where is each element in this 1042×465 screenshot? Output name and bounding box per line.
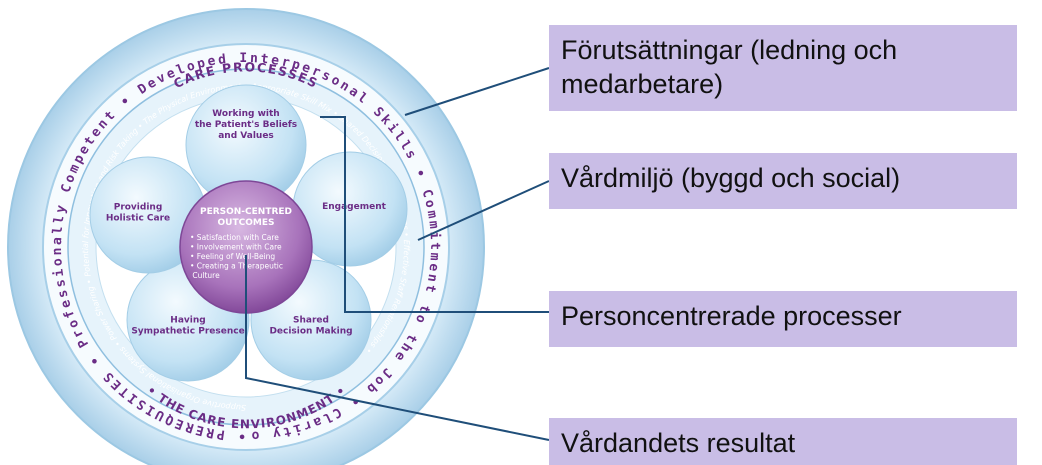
label-outcomes: Vårdandets resultat [549, 418, 1017, 465]
petal-label-1: Engagement [322, 202, 387, 212]
label-prerequisites: Förutsättningar (ledning och medarbetare… [549, 25, 1017, 111]
connector-prerequisites [404, 67, 550, 116]
connector-care-environment [417, 180, 550, 241]
processes-bracket [320, 116, 363, 313]
label-prerequisites-line1: Förutsättningar (ledning och [561, 35, 898, 65]
connector-outcomes [245, 255, 550, 441]
label-care-environment: Vårdmiljö (byggd och social) [549, 153, 1017, 209]
center-bullets: • Satisfaction with Care• Involvement wi… [190, 233, 283, 280]
label-prerequisites-line2: medarbetare) [561, 69, 724, 99]
label-processes: Personcentrerade processer [549, 291, 1017, 347]
